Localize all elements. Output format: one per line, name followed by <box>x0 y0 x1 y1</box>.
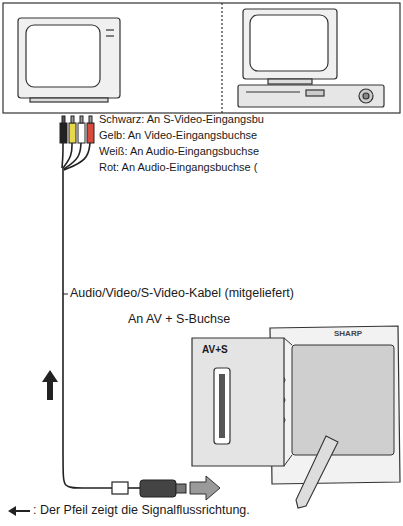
plug-white <box>78 123 85 143</box>
vcr-display <box>306 90 324 96</box>
av-jack <box>214 368 230 444</box>
plug-label: Gelb: An Video-Eingangsbuchse <box>99 129 257 142</box>
jack-name: AV+S <box>202 344 284 355</box>
tv-control <box>106 35 114 36</box>
zoom-line <box>284 455 292 466</box>
vcr-body <box>238 85 384 107</box>
jack-panel-node: AV+S <box>192 338 284 466</box>
cable-wire <box>63 168 112 488</box>
insert-arrow <box>190 476 220 500</box>
leader-line <box>63 294 68 295</box>
av-jack-slot <box>219 374 225 438</box>
tv-frame <box>3 3 400 113</box>
vcr-slot <box>246 91 300 92</box>
tv-screen <box>26 25 100 87</box>
vcr-knob <box>359 89 373 103</box>
ferrite-core <box>112 482 128 494</box>
tv-body <box>18 18 120 98</box>
cable-wire <box>64 143 90 170</box>
rca-plugs <box>60 116 94 143</box>
camera-body <box>270 326 400 484</box>
cable-wire <box>64 143 81 169</box>
brand-logo: SHARP <box>334 329 362 338</box>
plug-label: Rot: An Audio-Eingangsbuchse ( <box>99 161 257 174</box>
cable-wire <box>62 143 63 168</box>
vcr-knob <box>363 93 369 99</box>
divider <box>221 3 222 113</box>
cable-wire <box>128 487 140 489</box>
plug-pin <box>80 116 83 123</box>
monitor-stand <box>268 79 312 84</box>
tv-foot <box>30 98 108 102</box>
signal-arrow <box>42 370 58 400</box>
plug-pin <box>89 116 92 123</box>
stylus <box>296 436 338 508</box>
cable-label: Audio/Video/S-Video-Kabel (mitgeliefert) <box>70 286 294 300</box>
jack-label: An AV + S-Buchse <box>128 312 230 326</box>
jack-panel <box>192 338 284 466</box>
monitor-screen <box>250 15 328 71</box>
plug-pin <box>62 116 65 123</box>
legend-arrow-head <box>8 506 16 516</box>
av-plug-tip <box>176 484 186 493</box>
plug-black <box>60 123 67 143</box>
legend-text: : Der Pfeil zeigt die Signalflussrichtun… <box>33 503 250 517</box>
av-plug <box>140 480 176 497</box>
monitor-body <box>243 9 337 79</box>
tv-panel <box>3 3 400 113</box>
camera-screen <box>292 345 394 455</box>
plug-pin <box>71 116 74 123</box>
tv-control <box>106 29 114 30</box>
zoom-line <box>284 338 292 345</box>
plug-yellow <box>69 123 76 143</box>
plug-label: Schwarz: An S-Video-Eingangsbu <box>99 113 264 126</box>
plug-red <box>87 123 94 143</box>
plug-label: Weiß: An Audio-Eingangsbuchse <box>99 145 259 158</box>
